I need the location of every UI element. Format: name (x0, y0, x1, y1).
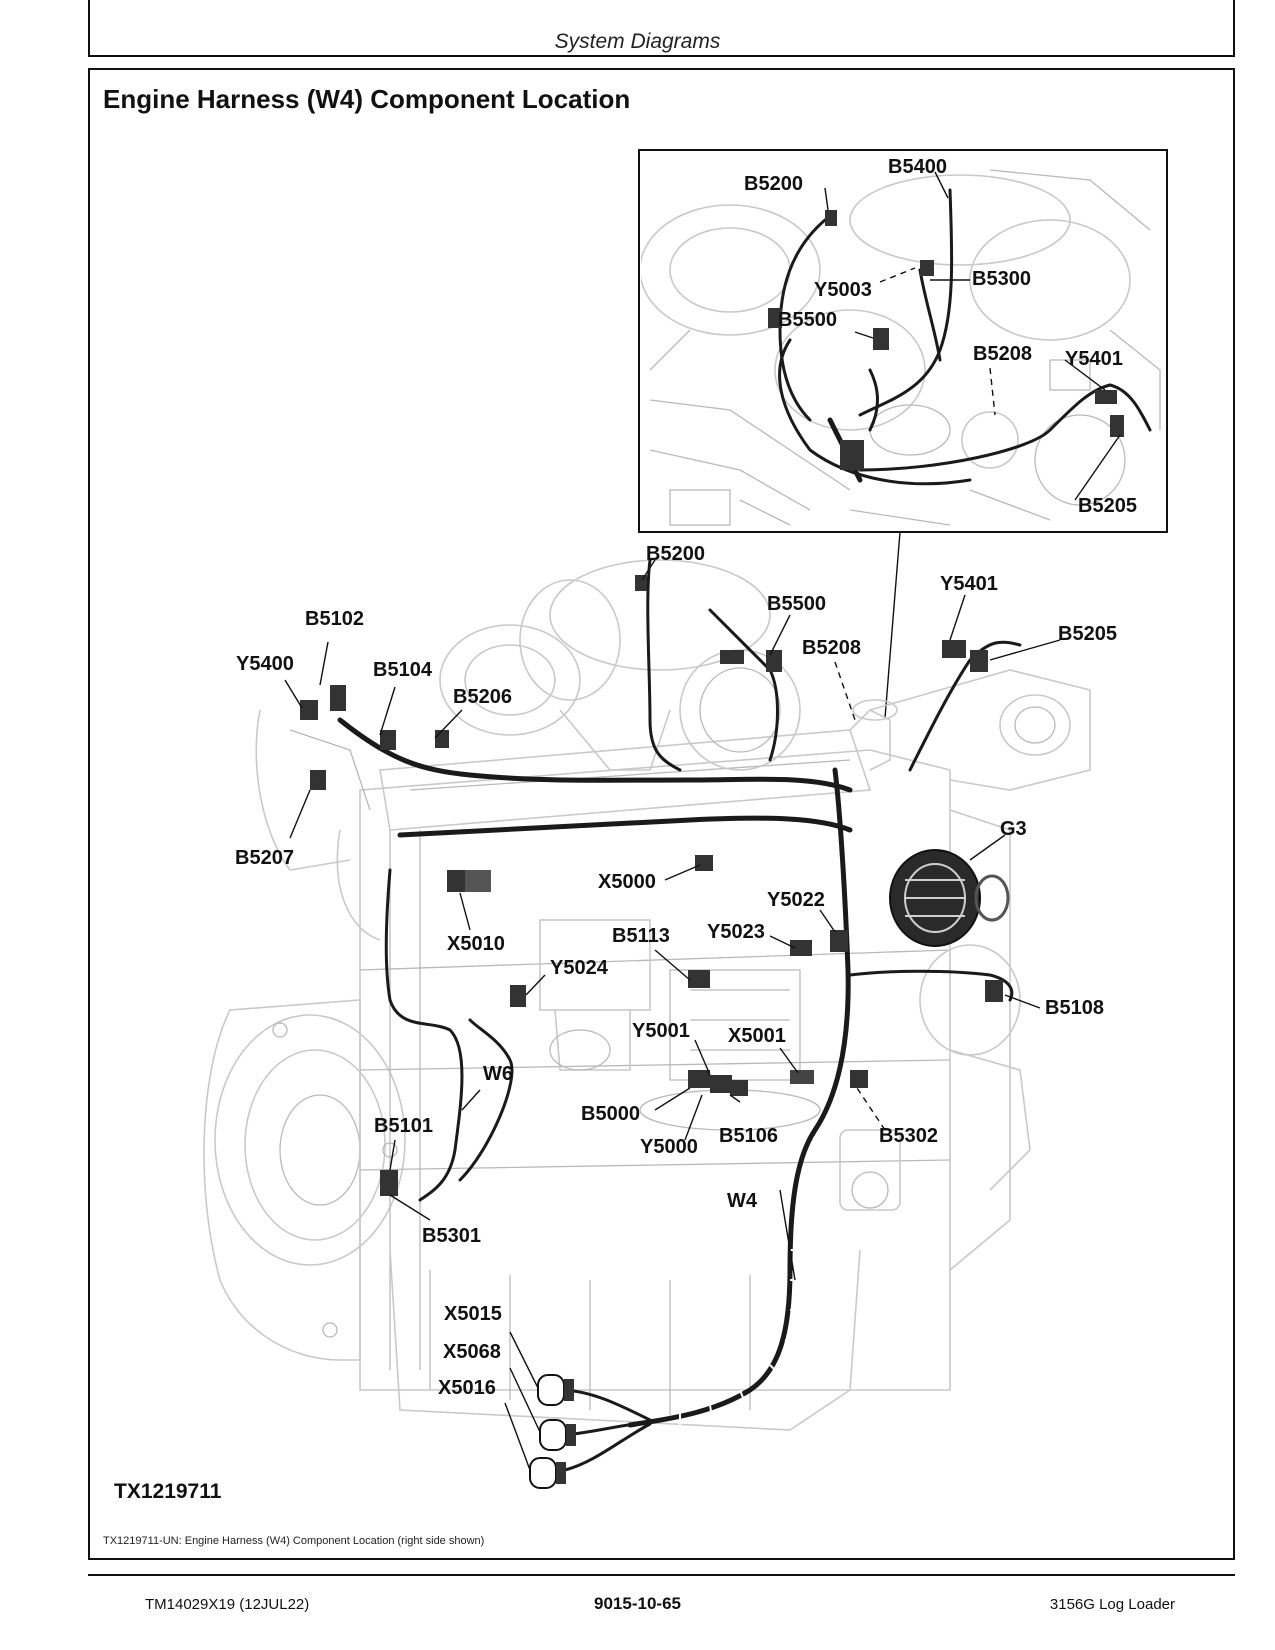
footer-manual-id: TM14029X19 (12JUL22) (145, 1596, 310, 1613)
callout: B5301 (422, 1225, 481, 1247)
callout: X5015 (444, 1303, 502, 1325)
callout: B5108 (1045, 997, 1104, 1019)
inset-engine-sketch (641, 169, 1161, 526)
figure-title: Engine Harness (W4) Component Location (103, 84, 631, 114)
callout: Y5400 (236, 653, 294, 675)
callout: X5010 (447, 933, 505, 955)
callout: B5000 (581, 1103, 640, 1125)
callout: Y5000 (640, 1136, 698, 1158)
inset-callout: Y5401 (1065, 348, 1123, 370)
callout: W6 (483, 1063, 513, 1085)
inset-callout: B5500 (778, 309, 837, 331)
inset-detail-view (638, 149, 1168, 719)
figure-id: TX1219711 (114, 1480, 222, 1503)
callout: B5207 (235, 847, 294, 869)
callout: B5200 (646, 543, 705, 565)
callout: B5208 (802, 637, 861, 659)
callout: B5101 (374, 1115, 433, 1137)
callout: X5000 (598, 871, 656, 893)
inset-callout: Y5003 (814, 279, 872, 301)
callout: Y5024 (550, 957, 609, 979)
wiring-harness (300, 558, 1022, 1489)
bulkhead-connectors (529, 1374, 576, 1489)
callout: G3 (1000, 818, 1027, 840)
figure-frame: Engine Harness (W4) Component Location (88, 68, 1235, 1560)
figure-caption: TX1219711-UN: Engine Harness (W4) Compon… (103, 1535, 485, 1547)
inset-callout: B5208 (973, 343, 1032, 365)
footer-machine-name: 3156G Log Loader (1049, 1596, 1175, 1613)
callout: B5302 (879, 1125, 938, 1147)
footer-page-number: 9015-10-65 (594, 1594, 681, 1613)
top-frame (88, 0, 1235, 57)
engine-harness-diagram: B5200 B5400 Y5003 B5300 B5500 B5208 Y540… (203, 149, 1168, 1489)
callout: B5106 (719, 1125, 778, 1147)
callout: Y5023 (707, 921, 765, 943)
main-callouts: B5200 B5500 Y5401 B5102 B5205 B5208 Y540… (235, 543, 1117, 1399)
callout: Y5001 (632, 1020, 690, 1042)
inset-callout: B5200 (744, 173, 803, 195)
callout: B5102 (305, 608, 364, 630)
inset-callout: B5205 (1078, 495, 1137, 517)
callout: B5104 (373, 659, 433, 681)
callout: X5016 (438, 1377, 496, 1399)
inset-callout: B5300 (972, 268, 1031, 290)
callout: Y5401 (940, 573, 998, 595)
inset-callouts: B5200 B5400 Y5003 B5300 B5500 B5208 Y540… (744, 156, 1137, 517)
callout: B5500 (767, 593, 826, 615)
leader-lines (284, 559, 1061, 1471)
callout: B5206 (453, 686, 512, 708)
callout: X5068 (443, 1341, 501, 1363)
callout: Y5022 (767, 889, 825, 911)
section-header: System Diagrams (554, 30, 721, 53)
callout: W4 (727, 1190, 758, 1212)
callout: B5113 (612, 925, 670, 947)
inset-harness (768, 188, 1152, 486)
callout: X5001 (728, 1025, 786, 1047)
callout: B5205 (1058, 623, 1117, 645)
inset-callout: B5400 (888, 156, 947, 178)
footer-rule (88, 1574, 1235, 1576)
